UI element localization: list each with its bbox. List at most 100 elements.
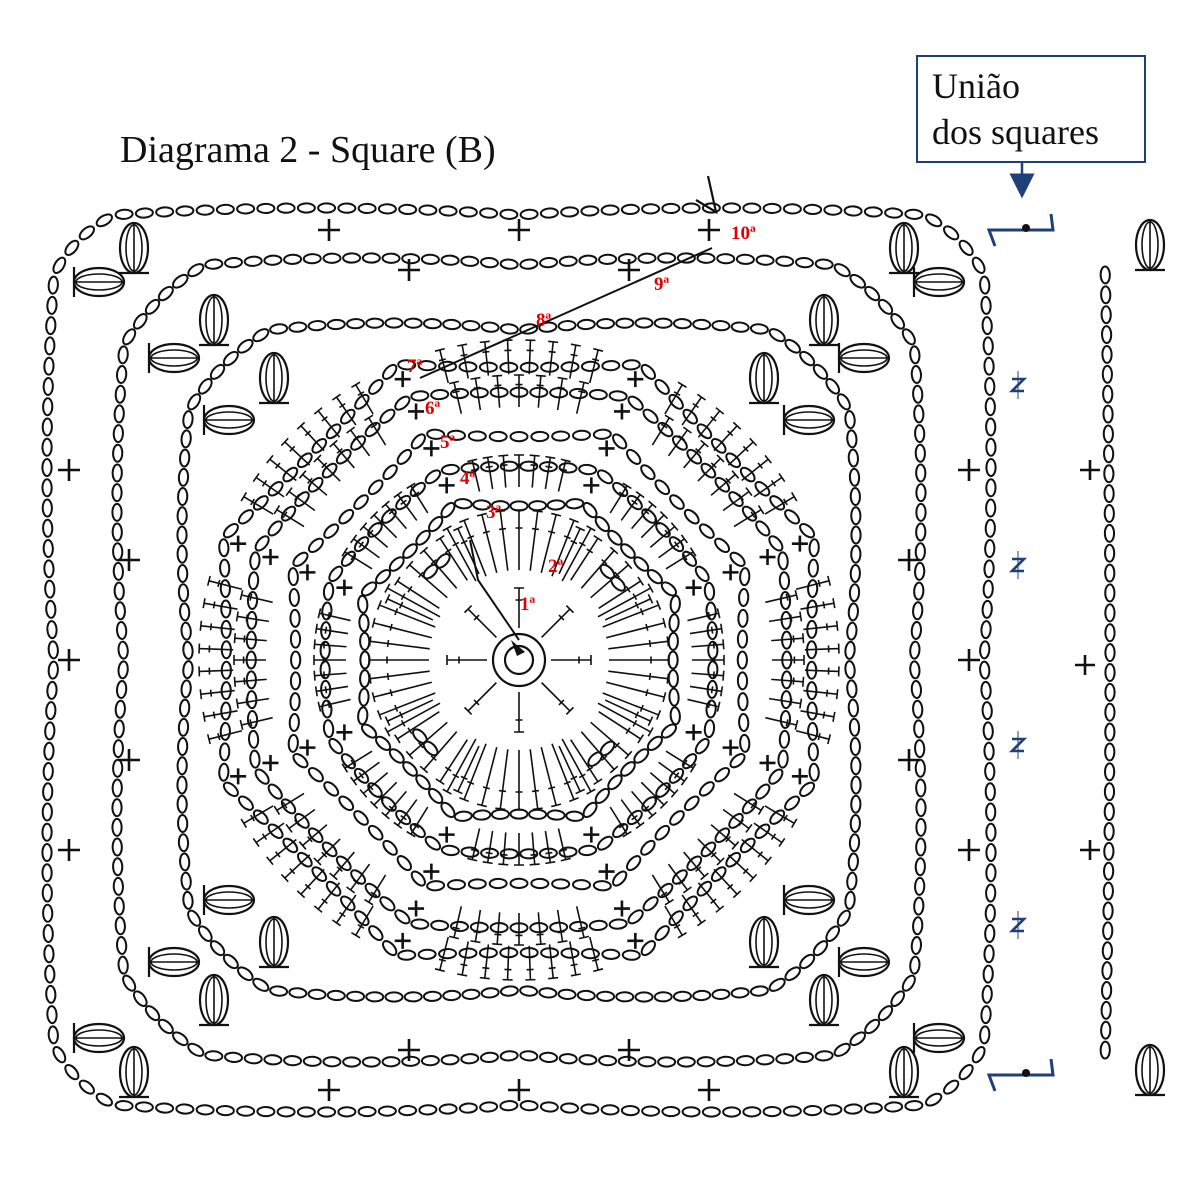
chain-stitch xyxy=(915,740,925,757)
round-label-7: 7ª xyxy=(407,356,423,377)
chain-stitch xyxy=(116,366,126,384)
chain-stitch xyxy=(914,897,924,914)
chain-stitch xyxy=(706,602,716,620)
chain-stitch xyxy=(156,1017,175,1035)
double-crochet xyxy=(208,731,242,744)
chain-stitch xyxy=(250,750,260,768)
chain-stitch xyxy=(196,377,214,396)
chain-stitch xyxy=(1105,604,1114,621)
chain-stitch xyxy=(177,796,186,813)
chain-stitch xyxy=(44,560,54,577)
chain-stitch xyxy=(706,700,716,718)
puff-cluster xyxy=(809,295,839,345)
chain-stitch xyxy=(616,992,633,1001)
single-crochet xyxy=(408,403,424,419)
chain-stitch xyxy=(910,346,921,364)
chain-stitch xyxy=(638,254,655,263)
chain-stitch xyxy=(845,641,856,659)
chain-stitch xyxy=(942,1078,961,1096)
chain-stitch xyxy=(863,284,882,302)
chain-stitch xyxy=(737,254,754,264)
chain-stitch xyxy=(602,361,619,371)
chain-stitch xyxy=(768,327,787,344)
chain-stitch xyxy=(780,592,790,609)
chain-stitch xyxy=(986,884,995,901)
chain-stitch xyxy=(343,1057,360,1066)
double-crochet xyxy=(234,655,266,665)
chain-stitch xyxy=(217,205,234,215)
chain-stitch xyxy=(136,1102,154,1112)
chain-stitch xyxy=(42,864,51,881)
chain-stitch xyxy=(849,834,859,851)
chain-stitch xyxy=(181,622,192,640)
chain-stitch xyxy=(43,398,53,415)
chain-stitch xyxy=(561,362,578,372)
chain-stitch xyxy=(178,738,188,755)
chain-stitch xyxy=(807,702,817,719)
chain-stitch xyxy=(905,209,923,219)
chain-stitch xyxy=(982,317,992,334)
chain-stitch xyxy=(481,257,499,267)
single-crochet xyxy=(336,580,352,596)
chain-stitch xyxy=(443,990,460,1000)
chain-stitch xyxy=(500,1051,518,1062)
chain-stitch xyxy=(43,540,53,557)
join-zigzag xyxy=(1012,911,1024,939)
double-crochet xyxy=(632,791,657,819)
chain-stitch xyxy=(767,767,785,786)
chain-stitch xyxy=(1105,505,1114,522)
chain-stitch xyxy=(343,253,360,262)
chain-stitch xyxy=(844,1104,861,1114)
chain-stitch xyxy=(183,891,194,909)
chain-stitch xyxy=(986,803,995,820)
chain-stitch xyxy=(43,803,52,820)
puff-cluster xyxy=(119,1047,149,1097)
chain-stitch xyxy=(288,735,298,752)
chain-stitch xyxy=(985,925,995,942)
chain-stitch xyxy=(121,327,138,346)
chain-stitch xyxy=(579,845,597,856)
chain-stitch xyxy=(586,750,605,769)
chain-stitch xyxy=(113,838,122,855)
chain-stitch xyxy=(540,1052,558,1062)
chain-stitch xyxy=(876,1004,894,1023)
round-label-6: 6ª xyxy=(425,398,441,419)
chain-stitch xyxy=(323,1057,340,1066)
chain-stitch xyxy=(682,507,701,525)
chain-stitch xyxy=(46,986,56,1003)
chain-stitch xyxy=(804,205,821,215)
chain-stitch xyxy=(1105,763,1114,780)
chain-stitch xyxy=(48,276,58,294)
double-crochet xyxy=(692,655,724,665)
chain-stitch xyxy=(205,1051,223,1062)
single-crochet xyxy=(1075,655,1095,675)
chain-stitch xyxy=(454,498,472,509)
chain-stitch xyxy=(186,392,203,411)
chain-stitch xyxy=(731,322,749,333)
chain-stitch xyxy=(1105,783,1114,800)
chain-stitch xyxy=(352,809,371,828)
double-crochet xyxy=(314,655,346,665)
chain-stitch xyxy=(439,800,457,819)
chain-stitch xyxy=(196,205,213,215)
chain-stitch xyxy=(566,811,584,822)
chain-stitch xyxy=(278,203,295,212)
chain-stitch xyxy=(461,847,479,857)
chain-stitch xyxy=(674,991,691,1001)
double-crochet xyxy=(514,913,524,945)
chain-stitch xyxy=(986,824,995,841)
chain-stitch xyxy=(833,1041,852,1058)
chain-stitch xyxy=(46,601,56,618)
chain-stitch xyxy=(114,582,124,599)
chain-stitch xyxy=(443,319,460,329)
chain-stitch xyxy=(561,207,578,217)
chain-stitch xyxy=(308,320,326,330)
double-crochet xyxy=(606,682,665,702)
chain-stitch xyxy=(848,699,858,717)
chain-stitch xyxy=(851,527,860,544)
chain-stitch xyxy=(986,864,995,881)
join-bracket xyxy=(989,214,1053,246)
chain-stitch xyxy=(738,672,747,689)
double-crochet xyxy=(581,732,618,773)
chain-stitch xyxy=(307,536,326,554)
